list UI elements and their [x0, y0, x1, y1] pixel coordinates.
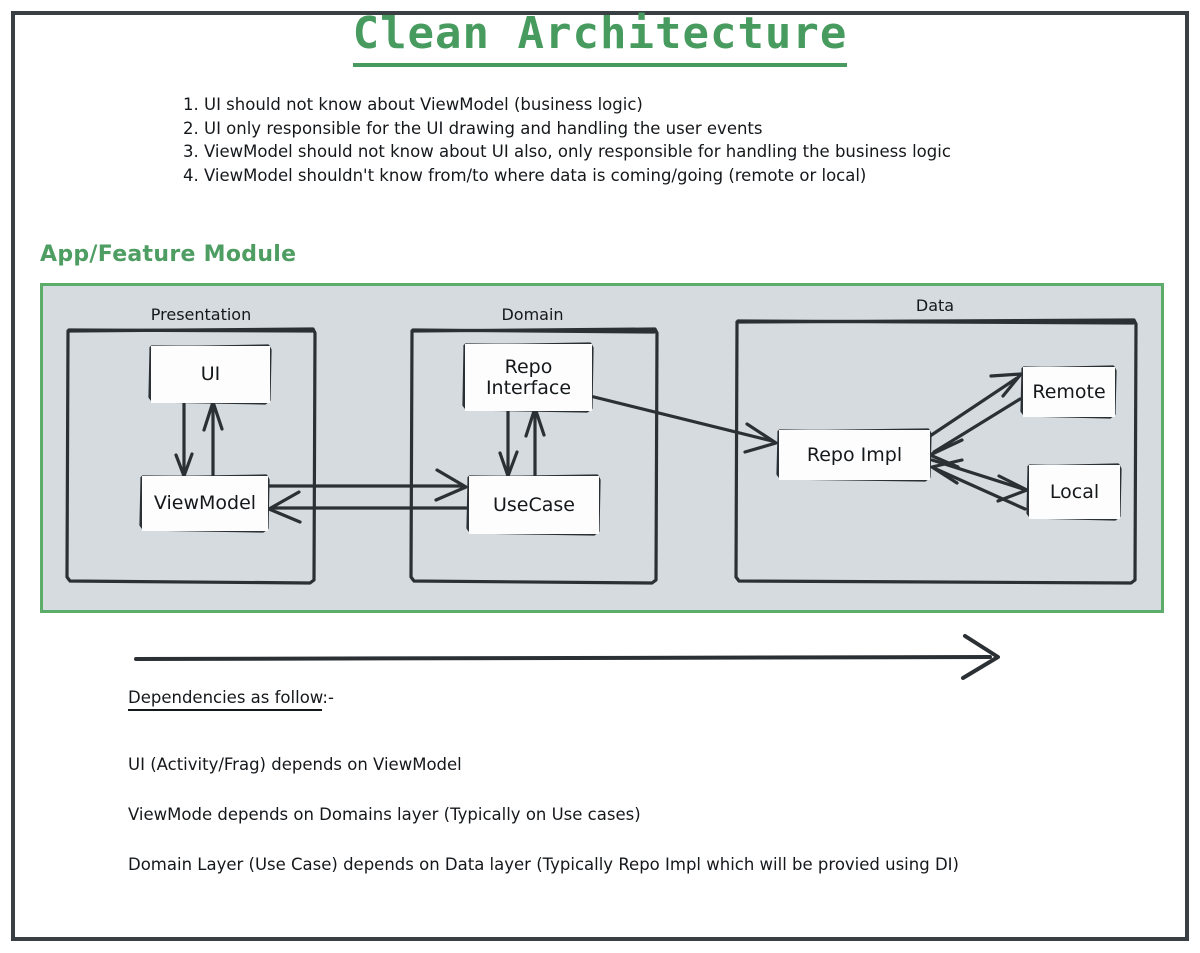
node-viewmodel[interactable]: ViewModel	[142, 476, 268, 531]
node-usecase[interactable]: UseCase	[469, 476, 599, 534]
node-repo-impl[interactable]: Repo Impl	[779, 430, 930, 480]
node-repo-impl-label: Repo Impl	[806, 443, 903, 466]
node-repo-interface-label-line2: Interface	[485, 376, 572, 399]
dependencies-heading: Dependencies as follow:-	[128, 688, 334, 711]
dependency-line: ViewMode depends on Domains layer (Typic…	[128, 805, 641, 824]
node-local[interactable]: Local	[1029, 465, 1120, 519]
layer-title-data: Data	[915, 296, 955, 315]
node-ui[interactable]: UI	[151, 346, 270, 403]
page-title: Clean Architecture	[0, 8, 1200, 67]
notes-list: 1. UI should not know about ViewModel (b…	[183, 93, 1083, 187]
node-repo-interface-label-line1: Repo	[504, 355, 553, 378]
module-label: App/Feature Module	[40, 242, 297, 267]
node-usecase-label: UseCase	[493, 493, 575, 516]
page-title-text: Clean Architecture	[352, 8, 848, 67]
node-remote-label: Remote	[1032, 380, 1106, 403]
note-item: 4. ViewModel shouldn't know from/to wher…	[183, 165, 867, 185]
note-item: 1. UI should not know about ViewModel (b…	[183, 95, 643, 114]
dependency-line: Domain Layer (Use Case) depends on Data …	[128, 855, 959, 874]
layer-title-presentation: Presentation	[150, 305, 252, 324]
node-viewmodel-label: ViewModel	[153, 492, 257, 514]
module-container	[40, 283, 1164, 613]
dependencies-heading-text: Dependencies as follow	[128, 688, 323, 711]
dependencies-heading-suffix: :-	[322, 688, 334, 707]
note-item: 3. ViewModel should not know about UI al…	[183, 142, 951, 161]
note-item: 2. UI only responsible for the UI drawin…	[183, 118, 763, 138]
layer-title-domain: Domain	[501, 305, 564, 324]
node-repo-interface[interactable]: Repo Interface	[465, 344, 592, 411]
node-local-label: Local	[1049, 480, 1100, 503]
dependency-line: UI (Activity/Frag) depends on ViewModel	[128, 755, 462, 774]
node-ui-label: UI	[200, 363, 221, 385]
node-remote[interactable]: Remote	[1023, 367, 1115, 417]
